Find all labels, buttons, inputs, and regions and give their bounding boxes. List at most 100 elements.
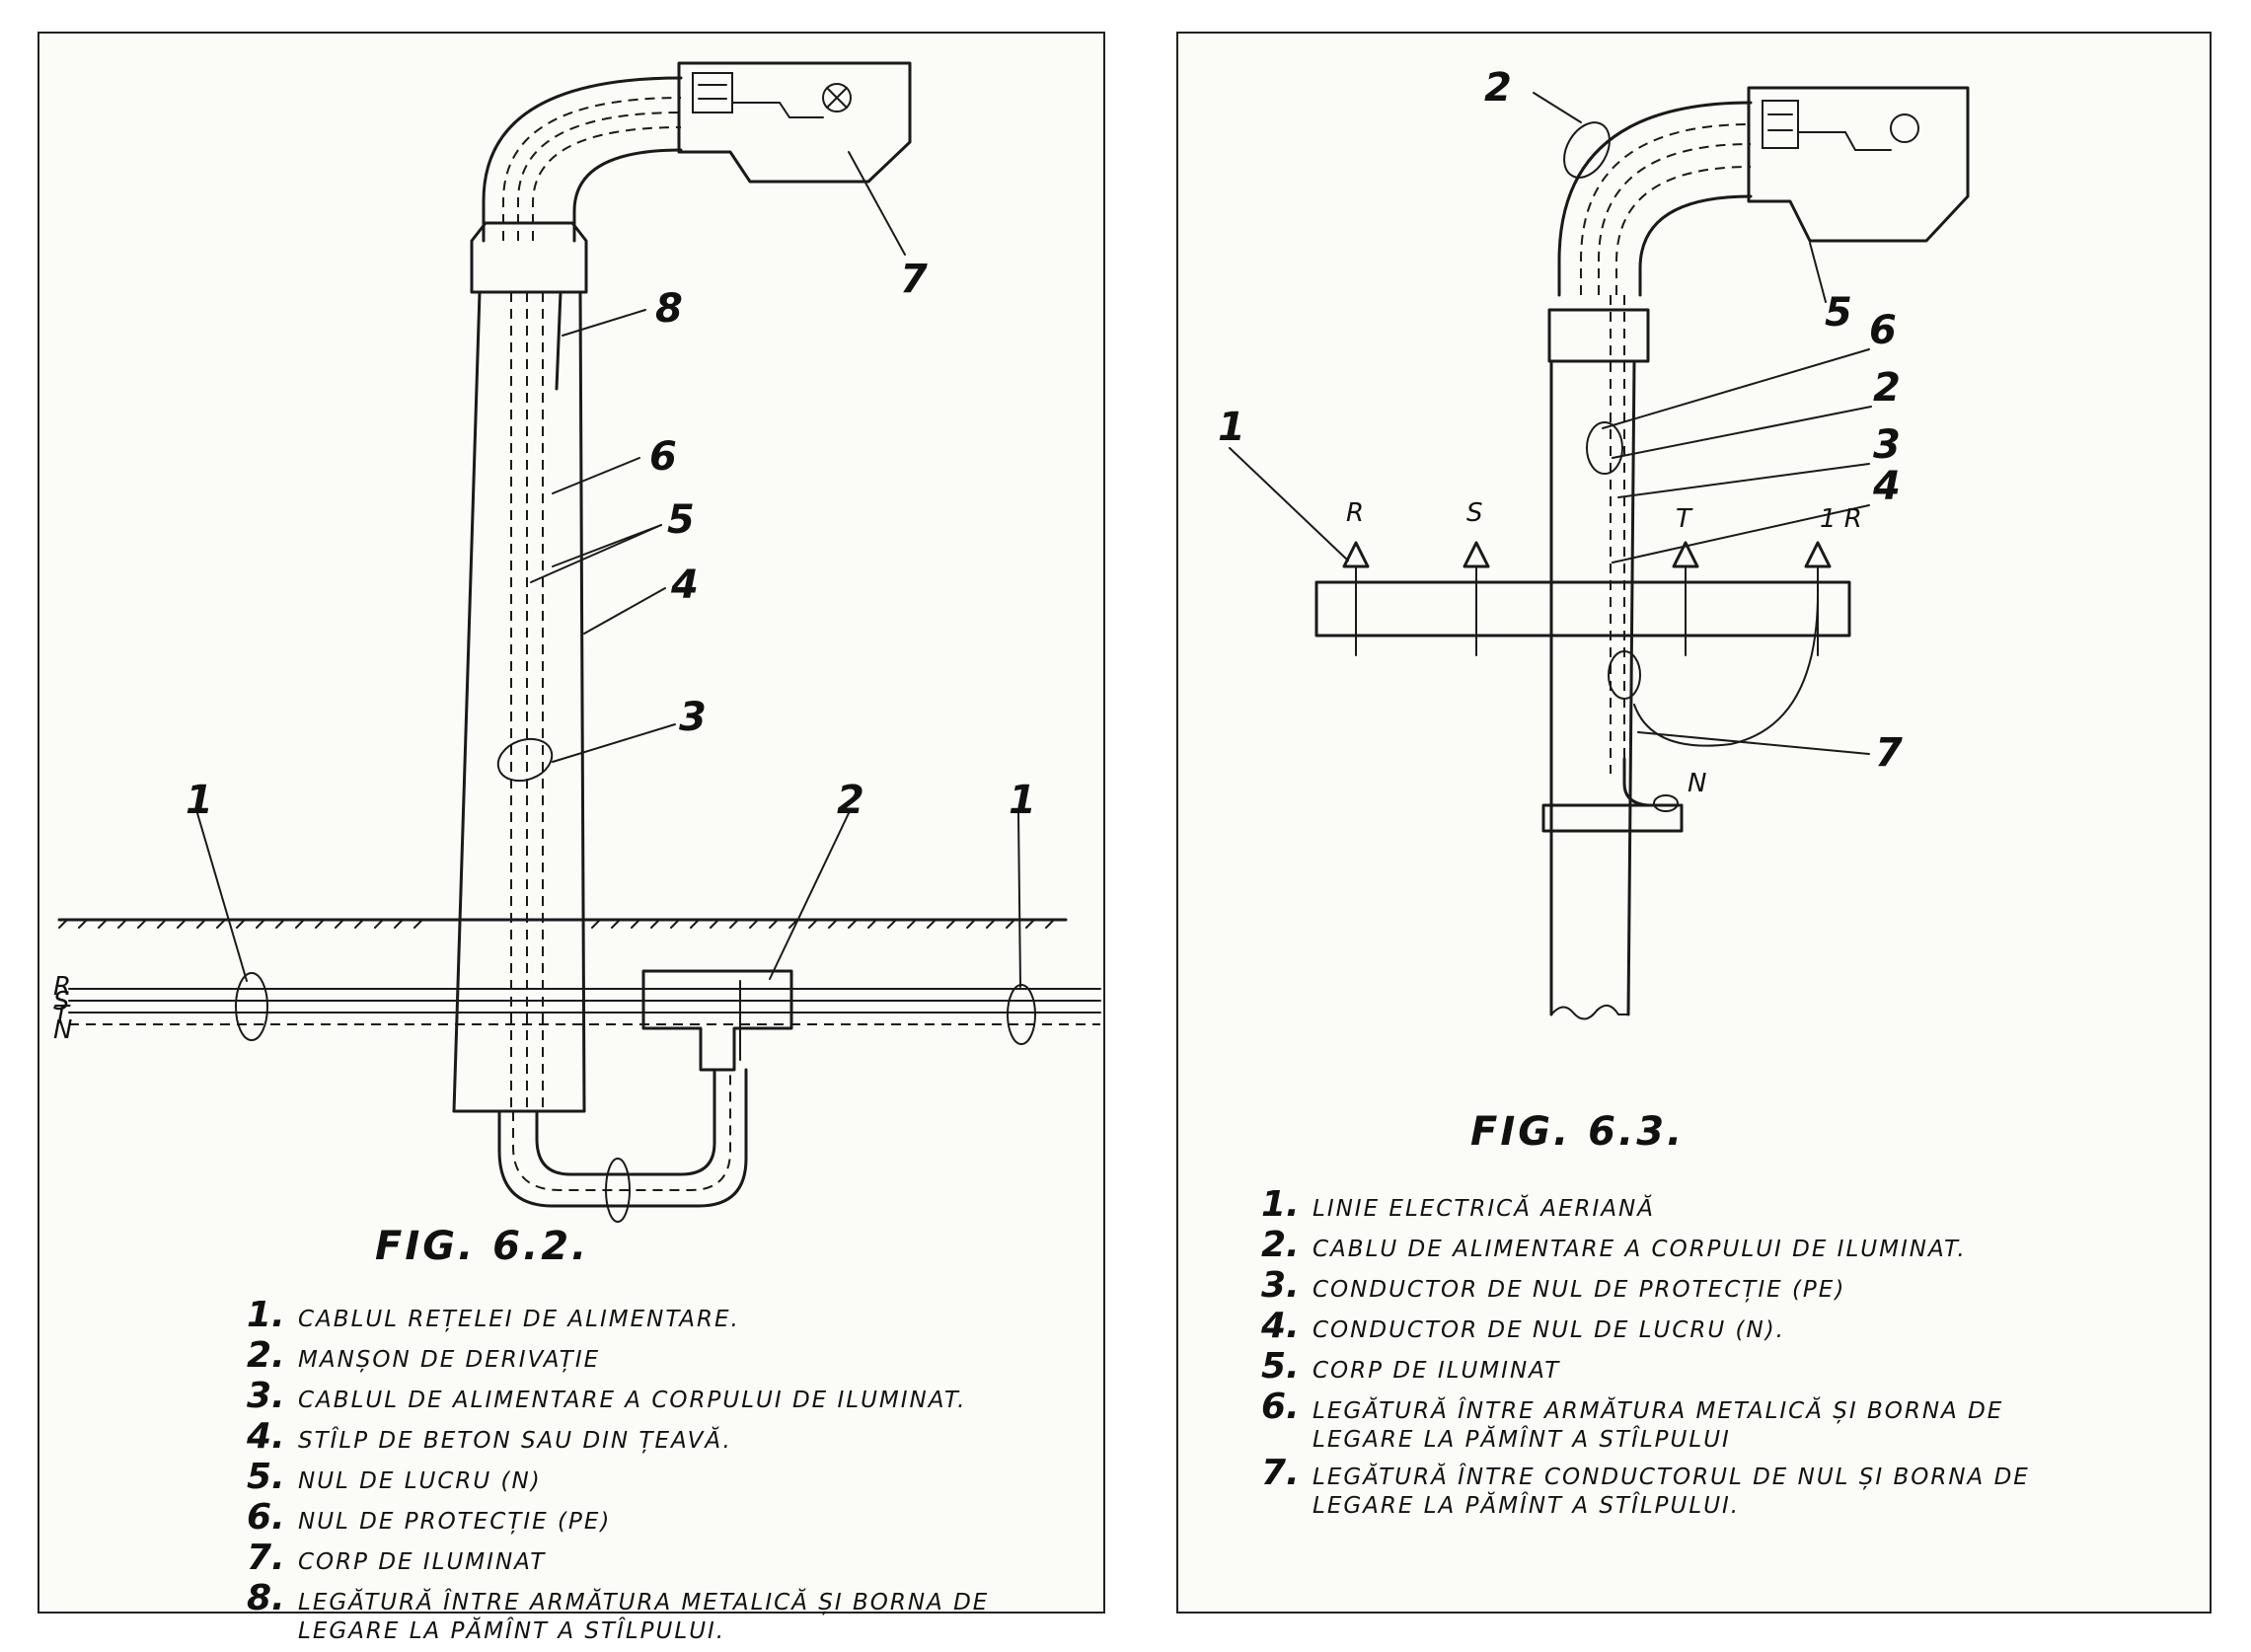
legend-item: 7. LEGĂTURĂ ÎNTRE CONDUCTORUL DE NUL ȘI B… <box>1261 1453 2030 1493</box>
legend-item: 6. LEGĂTURĂ ÎNTRE ARMĂTURA METALICĂ ȘI BO… <box>1261 1387 2030 1427</box>
legend-item: 2. MANȘON DE DERIVAȚIE <box>247 1335 989 1376</box>
legend-num: 3. <box>247 1376 285 1416</box>
legend-item: 8. LEGĂTURĂ ÎNTRE ARMĂTURA METALICĂ ȘI BO… <box>247 1578 989 1618</box>
legend-text: CABLU DE ALIMENTARE A CORPULUI DE ILUMIN… <box>1313 1237 1967 1262</box>
callout-6: 6 <box>649 434 677 480</box>
legend-num: 6. <box>247 1497 285 1538</box>
legend-num: 1. <box>247 1295 285 1335</box>
legend-num: 4. <box>247 1416 285 1457</box>
network-cable <box>68 972 1101 1045</box>
legend-item: 3. CABLUL DE ALIMENTARE A CORPULUI DE ILU… <box>247 1376 989 1416</box>
callout-7: 7 <box>900 257 928 302</box>
legend-text: MANȘON DE DERIVAȚIE <box>298 1347 601 1373</box>
luminaire <box>1747 86 1970 243</box>
callout-5: 5 <box>667 497 695 543</box>
callout-1-left: 1 <box>186 778 213 823</box>
crossarm <box>1314 541 1851 656</box>
wire-label-s: S <box>53 987 70 1016</box>
legend-num: 5. <box>1261 1346 1300 1387</box>
callout-2: 2 <box>1873 365 1901 411</box>
callout-2: 2 <box>837 778 864 823</box>
legend-text: CONDUCTOR DE NUL DE LUCRU (N). <box>1313 1317 1785 1343</box>
legend-item: 5. NUL DE LUCRU (N) <box>247 1457 989 1497</box>
pole-collar <box>1547 308 1650 363</box>
figure-6-2-drawing: 7 8 6 5 4 3 2 1 1 R S T N <box>53 61 1101 1223</box>
legend-num: 1. <box>1261 1184 1300 1225</box>
figure-6-3-title: FIG. 6.3. <box>1470 1109 1686 1155</box>
legend-num: 8. <box>247 1578 285 1618</box>
legend-item: 1. CABLUL REȚELEI DE ALIMENTARE. <box>247 1295 989 1335</box>
callout-2-top: 2 <box>1484 65 1512 111</box>
ground-line <box>57 918 1068 929</box>
wire-label-r: R <box>53 972 71 1002</box>
legend-text: STÎLP DE BETON SAU DIN ȚEAVĂ. <box>298 1428 732 1454</box>
phase-label-r: R <box>1346 498 1364 528</box>
wire-label-t: T <box>53 1001 71 1030</box>
legend-text: CABLUL DE ALIMENTARE A CORPULUI DE ILUMI… <box>298 1388 967 1413</box>
pole-arm <box>1557 101 1753 297</box>
callout-1: 1 <box>1218 405 1245 450</box>
legend-num: 7. <box>1261 1453 1300 1493</box>
legend-num: 7. <box>247 1538 285 1578</box>
legend-num: 2. <box>1261 1225 1300 1265</box>
pole-arm <box>482 76 683 243</box>
phase-tap <box>1541 585 1820 833</box>
leader-lines <box>1229 92 1872 755</box>
callout-3: 3 <box>1873 422 1901 468</box>
callout-7: 7 <box>1875 730 1903 776</box>
legend-item: 3. CONDUCTOR DE NUL DE PROTECȚIE (PE) <box>1261 1265 2030 1306</box>
figure-6-2-panel: 7 8 6 5 4 3 2 1 1 R S T N FIG. 6.2. 1. CA… <box>38 32 1105 1644</box>
legend-text: LEGĂTURĂ ÎNTRE CONDUCTORUL DE NUL ȘI BOR… <box>1313 1464 2030 1490</box>
neutral-label: N <box>1688 769 1706 798</box>
legend-item: 4. STÎLP DE BETON SAU DIN ȚEAVĂ. <box>247 1416 989 1457</box>
callout-4: 4 <box>670 563 699 608</box>
callout-5: 5 <box>1825 290 1852 336</box>
legend-text-continued: LEGARE LA PĂMÎNT A STÎLPULUI. <box>1313 1493 1741 1519</box>
legend-item: 7. CORP DE ILUMINAT <box>247 1538 989 1578</box>
figure-6-2-legend: 1. CABLUL REȚELEI DE ALIMENTARE. 2. MANȘON… <box>247 1295 989 1644</box>
legend-num: 6. <box>1261 1387 1300 1427</box>
legend-text-continued: LEGARE LA PĂMÎNT A STÎLPULUI <box>1313 1427 1731 1453</box>
figure-6-2-title: FIG. 6.2. <box>375 1224 590 1269</box>
phase-label-s: S <box>1466 498 1483 528</box>
phase-label-1r: 1 R <box>1820 504 1862 534</box>
figure-6-3-drawing: 2 5 6 2 3 4 1 7 R S T 1 R N <box>1218 65 1970 1020</box>
legend-num: 2. <box>247 1335 285 1376</box>
legend-text: LEGĂTURĂ ÎNTRE ARMĂTURA METALICĂ ȘI BORN… <box>1313 1398 2004 1424</box>
legend-text: LEGĂTURĂ ÎNTRE ARMĂTURA METALICĂ ȘI BORN… <box>298 1590 990 1615</box>
legend-item-continued: LEGARE LA PĂMÎNT A STÎLPULUI. <box>1261 1493 2030 1519</box>
luminaire <box>677 61 912 184</box>
legend-text: CORP DE ILUMINAT <box>298 1549 547 1575</box>
legend-item-continued: LEGARE LA PĂMÎNT A STÎLPULUI. <box>247 1618 989 1644</box>
legend-text: NUL DE PROTECȚIE (PE) <box>298 1509 612 1535</box>
callout-6: 6 <box>1869 308 1897 353</box>
legend-text: LINIE ELECTRICĂ AERIANĂ <box>1313 1196 1655 1222</box>
legend-num: 3. <box>1261 1265 1300 1306</box>
legend-item-continued: LEGARE LA PĂMÎNT A STÎLPULUI <box>1261 1427 2030 1453</box>
figure-6-3-legend: 1. LINIE ELECTRICĂ AERIANĂ 2. CABLU DE ALI… <box>1261 1184 2030 1519</box>
feed-cable <box>496 737 748 1223</box>
legend-item: 5. CORP DE ILUMINAT <box>1261 1346 2030 1387</box>
legend-text: NUL DE LUCRU (N) <box>298 1468 542 1494</box>
legend-item: 2. CABLU DE ALIMENTARE A CORPULUI DE ILUM… <box>1261 1225 2030 1265</box>
callout-1-right: 1 <box>1009 778 1036 823</box>
callout-4: 4 <box>1872 464 1901 509</box>
legend-item: 1. LINIE ELECTRICĂ AERIANĂ <box>1261 1184 2030 1225</box>
figure-6-3-panel: 2 5 6 2 3 4 1 7 R S T 1 R N FIG. 6.3. 1.… <box>1176 32 2212 1614</box>
wire-label-n: N <box>53 1015 72 1045</box>
pole <box>452 290 586 1113</box>
phase-label-t: T <box>1676 504 1693 534</box>
pole <box>1549 295 1641 1020</box>
leader-lines <box>196 151 1021 988</box>
derivation-sleeve <box>641 969 793 1072</box>
legend-text: CABLUL REȚELEI DE ALIMENTARE. <box>298 1307 740 1332</box>
legend-text: CONDUCTOR DE NUL DE PROTECȚIE (PE) <box>1313 1277 1846 1303</box>
callout-3: 3 <box>679 695 707 740</box>
legend-num: 5. <box>247 1457 285 1497</box>
callout-8: 8 <box>655 286 683 332</box>
legend-num: 4. <box>1261 1306 1300 1346</box>
legend-text: CORP DE ILUMINAT <box>1313 1358 1561 1384</box>
legend-item: 4. CONDUCTOR DE NUL DE LUCRU (N). <box>1261 1306 2030 1346</box>
legend-text-continued: LEGARE LA PĂMÎNT A STÎLPULUI. <box>298 1618 726 1644</box>
pole-collar <box>470 221 588 294</box>
